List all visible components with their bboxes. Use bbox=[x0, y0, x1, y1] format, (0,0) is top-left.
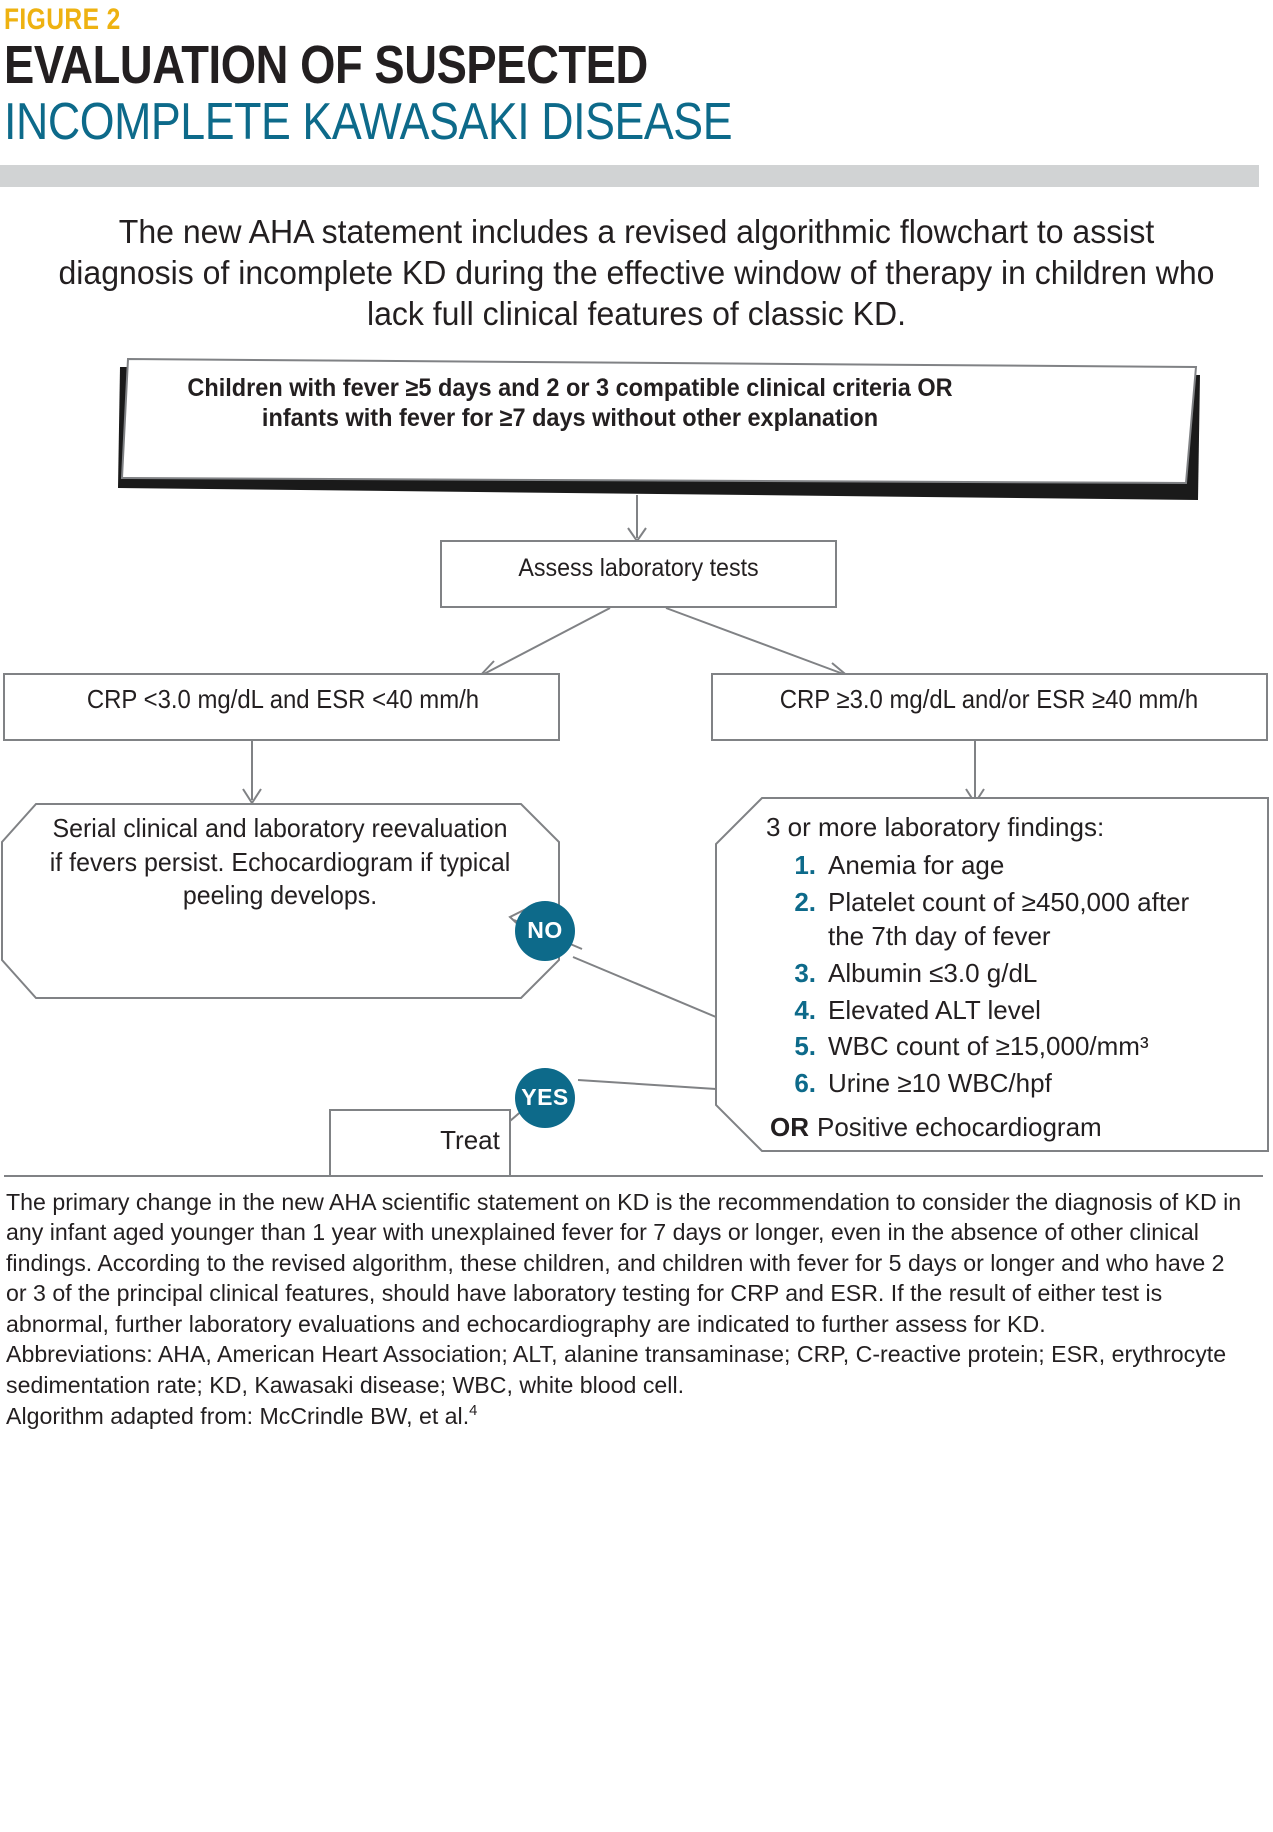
header-rule-bar bbox=[0, 164, 1259, 187]
footer-divider bbox=[4, 1174, 1263, 1177]
list-item-text: Anemia for age bbox=[828, 850, 1005, 881]
figure-caption: The primary change in the new AHA scient… bbox=[6, 1187, 1244, 1431]
findings-list: 1. Anemia for age 2. Platelet count of ≥45… bbox=[762, 848, 1232, 1100]
list-item-text: WBC count of ≥15,000/mm³ bbox=[828, 1031, 1149, 1062]
caption-source-ref: 4 bbox=[469, 1401, 478, 1419]
crp-right-box bbox=[711, 672, 1268, 741]
list-item: 1. Anemia for age bbox=[788, 848, 1232, 883]
crp-left-box bbox=[3, 672, 560, 741]
crp-right-label: CRP ≥3.0 mg/dL and/or ESR ≥40 mm/h bbox=[779, 683, 1199, 714]
caption-abbreviations: Abbreviations: AHA, American Heart Assoc… bbox=[6, 1341, 1227, 1399]
findings-content: 3 or more laboratory findings: 1. Anemia … bbox=[762, 810, 1232, 1145]
list-item-number: 2. bbox=[794, 886, 816, 917]
list-item-number: 5. bbox=[794, 1031, 816, 1062]
line-no-to-findings bbox=[572, 955, 717, 1018]
arrow-assess-to-right bbox=[665, 606, 847, 676]
findings-or-label: OR bbox=[770, 1112, 809, 1143]
serial-box bbox=[0, 802, 560, 999]
top-box-line1-a: Children with fever ≥5 days and 2 or 3 c… bbox=[187, 373, 918, 402]
arrow-assess-to-left bbox=[481, 606, 611, 676]
figure-number-label: FIGURE 2 bbox=[4, 3, 121, 36]
top-box-line2: infants with fever for ≥7 days without o… bbox=[261, 403, 879, 432]
treat-box bbox=[329, 1108, 511, 1175]
figure-title-main: EVALUATION OF SUSPECTED bbox=[4, 34, 648, 95]
list-item: 4. Elevated ALT level bbox=[788, 993, 1232, 1028]
top-box-label: Children with fever ≥5 days and 2 or 3 c… bbox=[147, 373, 993, 433]
list-item-number: 6. bbox=[794, 1067, 816, 1098]
findings-or-text: Positive echocardiogram bbox=[817, 1112, 1102, 1143]
list-item-number: 3. bbox=[794, 958, 816, 989]
list-item: 2. Platelet count of ≥450,000 after the 7… bbox=[788, 885, 1232, 954]
serial-box-label: Serial clinical and laboratory reevaluat… bbox=[49, 812, 511, 911]
list-item-number: 1. bbox=[794, 850, 816, 881]
caption-source: Algorithm adapted from: McCrindle BW, et… bbox=[6, 1401, 1244, 1432]
list-item-text: Albumin ≤3.0 g/dL bbox=[828, 958, 1038, 989]
crp-left-label: CRP <3.0 mg/dL and ESR <40 mm/h bbox=[86, 683, 480, 714]
findings-heading: 3 or more laboratory findings: bbox=[766, 811, 1105, 842]
flowchart: Children with fever ≥5 days and 2 or 3 c… bbox=[0, 345, 1273, 1175]
treat-box-label: Treat bbox=[440, 1124, 500, 1155]
intro-paragraph: The new AHA statement includes a revised… bbox=[58, 212, 1215, 333]
caption-paragraph: The primary change in the new AHA scient… bbox=[6, 1188, 1242, 1337]
assess-box-label: Assess laboratory tests bbox=[518, 553, 759, 582]
caption-source-text: Algorithm adapted from: McCrindle BW, et… bbox=[6, 1402, 470, 1429]
top-box-or: OR bbox=[917, 373, 953, 402]
list-item-text: Platelet count of ≥450,000 after the 7th… bbox=[828, 886, 1190, 952]
list-item-text: Urine ≥10 WBC/hpf bbox=[828, 1067, 1052, 1098]
list-item: 5. WBC count of ≥15,000/mm³ bbox=[788, 1029, 1232, 1064]
badge-yes: YES bbox=[515, 1067, 575, 1128]
findings-box bbox=[715, 796, 1269, 1152]
assess-box bbox=[440, 539, 837, 608]
badge-no: NO bbox=[515, 900, 575, 961]
list-item: 6. Urine ≥10 WBC/hpf bbox=[788, 1066, 1232, 1101]
list-item-number: 4. bbox=[794, 994, 816, 1025]
figure-title-sub: INCOMPLETE KAWASAKI DISEASE bbox=[4, 92, 733, 151]
figure-header: FIGURE 2 EVALUATION OF SUSPECTED INCOMPL… bbox=[0, 0, 1273, 150]
flowchart-shapes bbox=[0, 357, 1269, 1175]
list-item-text: Elevated ALT level bbox=[828, 994, 1041, 1025]
findings-or-line: OR Positive echocardiogram bbox=[770, 1110, 1232, 1145]
list-item: 3. Albumin ≤3.0 g/dL bbox=[788, 956, 1232, 991]
line-yes-from-findings bbox=[577, 1078, 717, 1090]
top-box bbox=[120, 357, 1198, 484]
